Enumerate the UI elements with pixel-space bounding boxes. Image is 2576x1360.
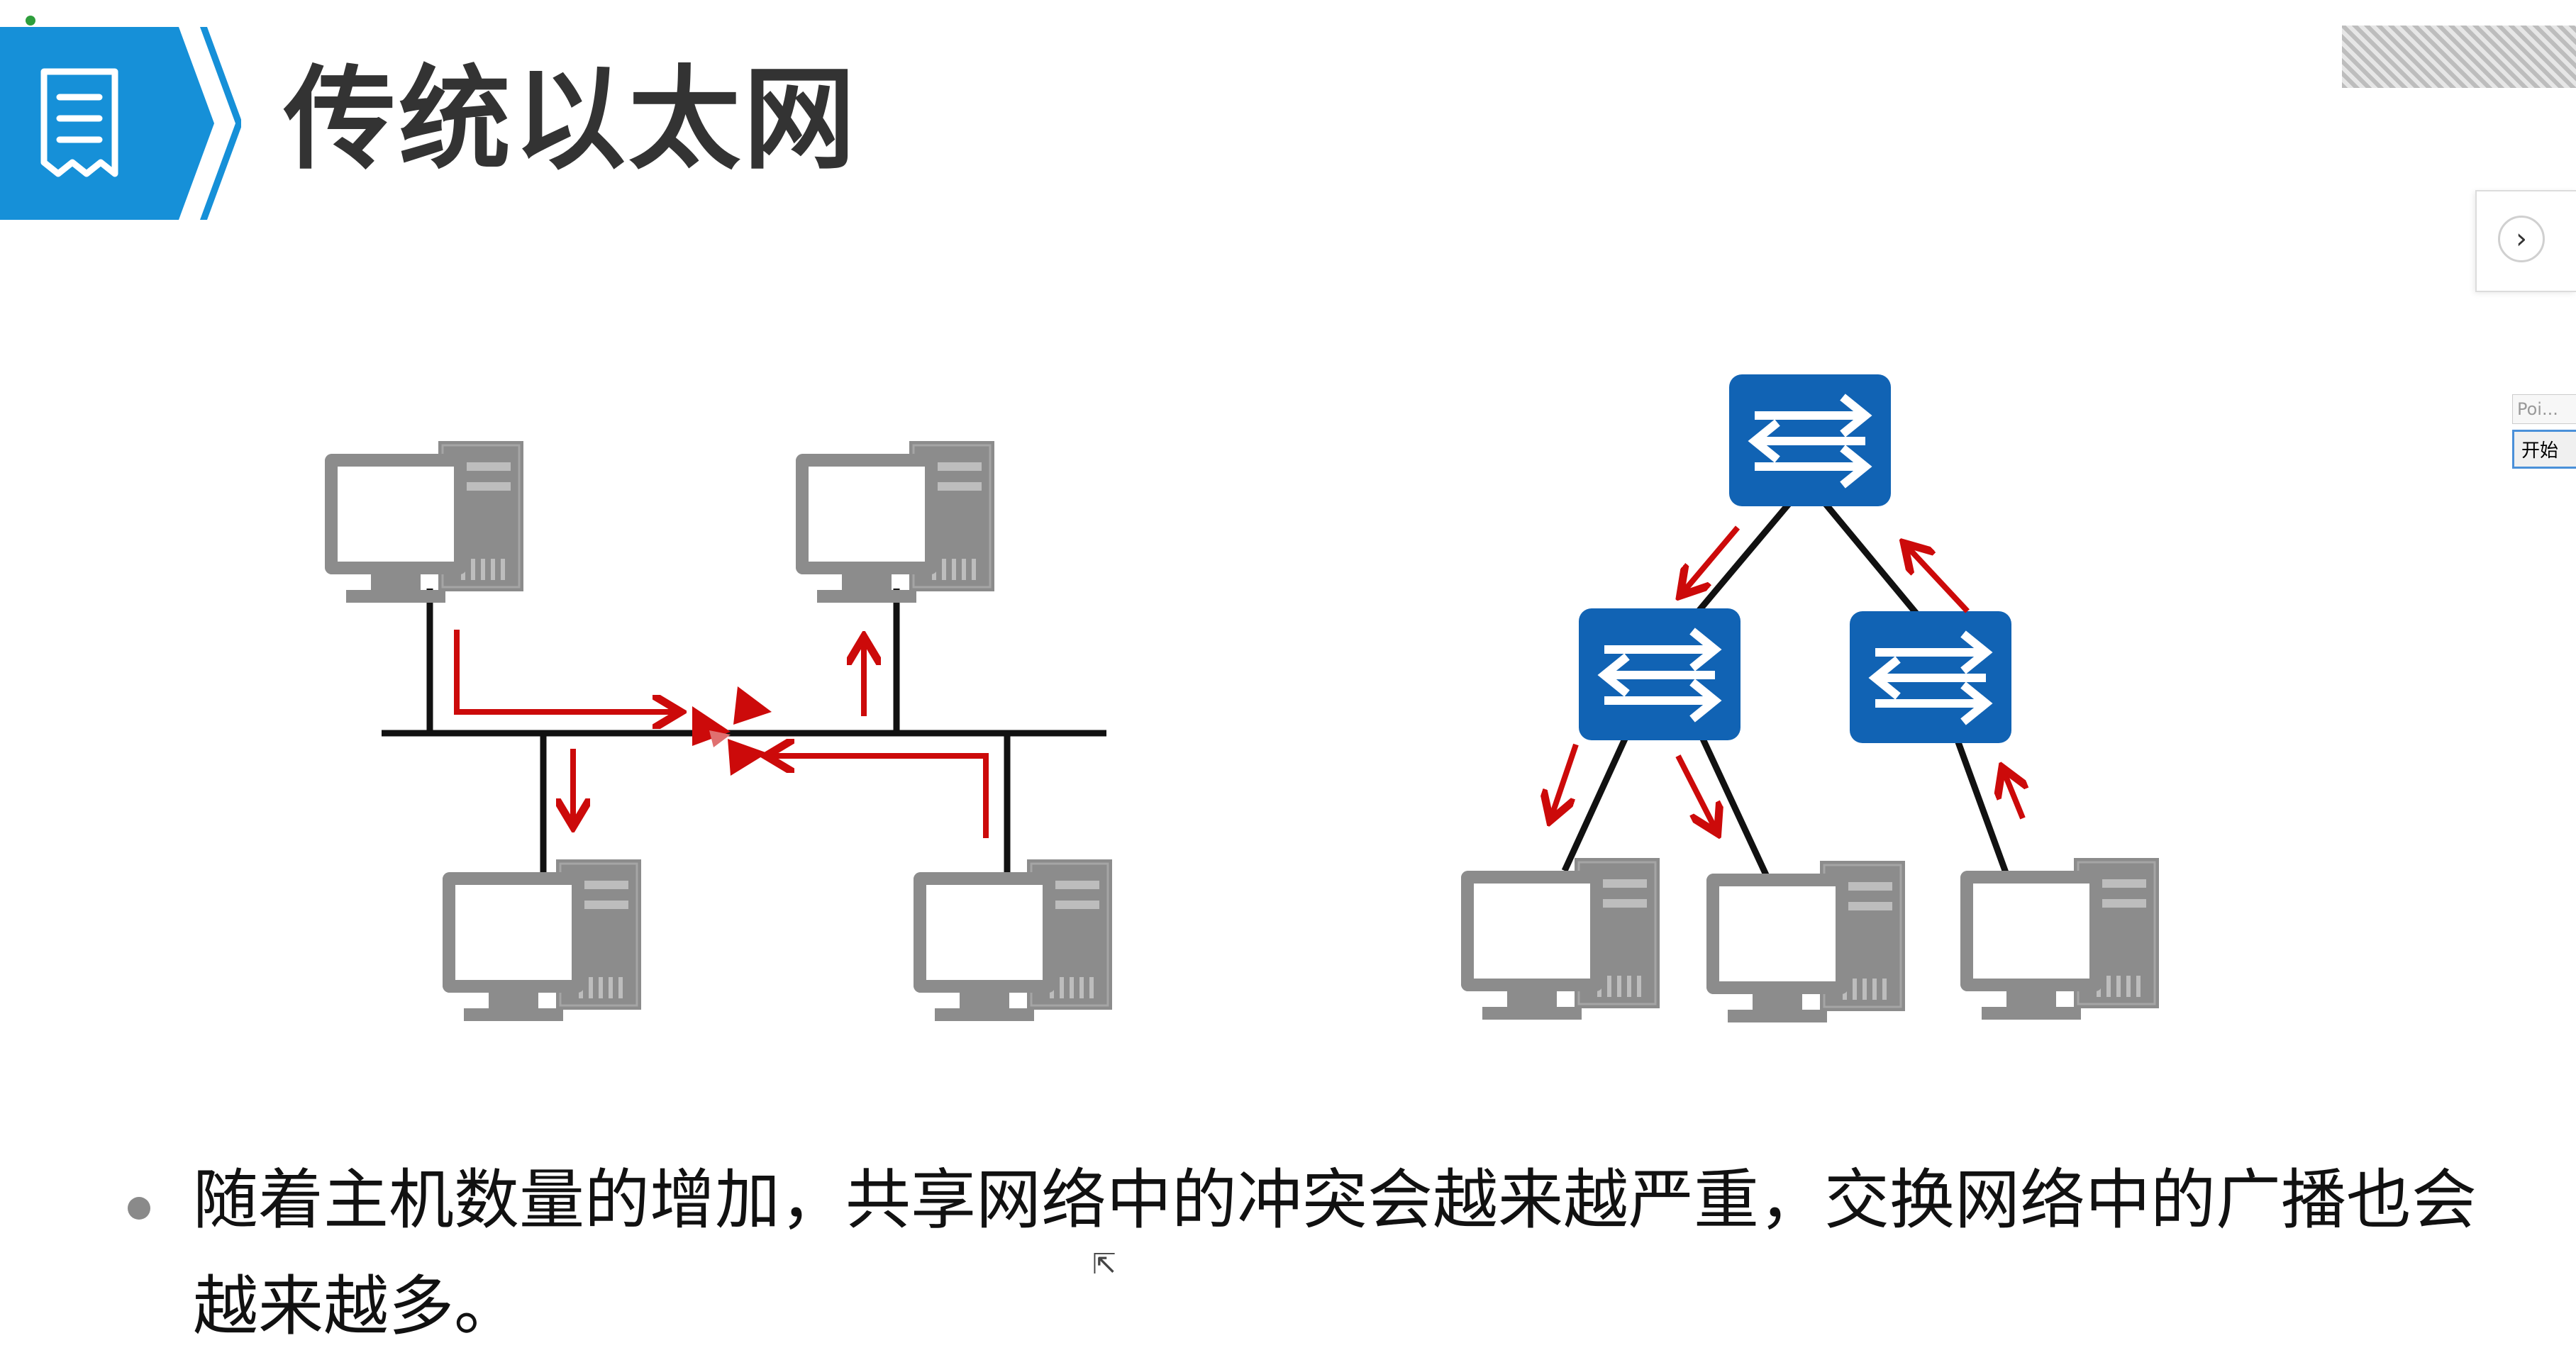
document-icon — [40, 68, 118, 177]
computer-icon — [1705, 859, 1906, 1024]
side-panel[interactable]: › — [2475, 190, 2576, 292]
broadcast-arrow — [1552, 743, 1579, 815]
broadcast-arrow — [1675, 754, 1715, 828]
page-title: 传统以太网 — [284, 55, 858, 185]
computer-icon — [794, 440, 996, 604]
collision-icon — [692, 686, 772, 776]
computer-icon — [1460, 857, 1661, 1021]
link-sw-host1 — [1561, 736, 1629, 872]
computer-icon — [323, 440, 525, 604]
network-diagrams — [323, 0, 2160, 1024]
link-sw-host2 — [1699, 736, 1771, 879]
broadcast-arrow — [2004, 773, 2023, 820]
computer-icon — [912, 858, 1114, 1022]
broadcast-arrow — [1908, 547, 1970, 613]
hatched-overlay — [2342, 26, 2576, 88]
switch-icon — [1850, 611, 2011, 743]
start-button[interactable]: 开始 — [2512, 430, 2576, 469]
mouse-cursor-icon: ⇱ — [1092, 1248, 1116, 1281]
signal-arrow — [454, 630, 675, 712]
float-label: Poi... — [2512, 394, 2576, 424]
computer-icon — [1959, 857, 2160, 1021]
broadcast-arrow — [1684, 525, 1741, 591]
floating-toolbox: Poi... 开始 — [2512, 394, 2576, 469]
link-core-right — [1820, 498, 1922, 619]
switch-icon — [1579, 608, 1741, 740]
computer-icon — [441, 858, 643, 1022]
bullet-dot — [128, 1197, 150, 1220]
switch-icon — [1729, 374, 1891, 506]
chevron-right-icon[interactable]: › — [2498, 216, 2545, 262]
signal-arrow — [772, 756, 989, 838]
bullet-text: 随着主机数量的增加，共享网络中的冲突会越来越严重，交换网络中的广播也会越来越多。 — [193, 1162, 2477, 1344]
status-dot — [26, 16, 35, 26]
link-sw-host3 — [1954, 739, 2011, 878]
